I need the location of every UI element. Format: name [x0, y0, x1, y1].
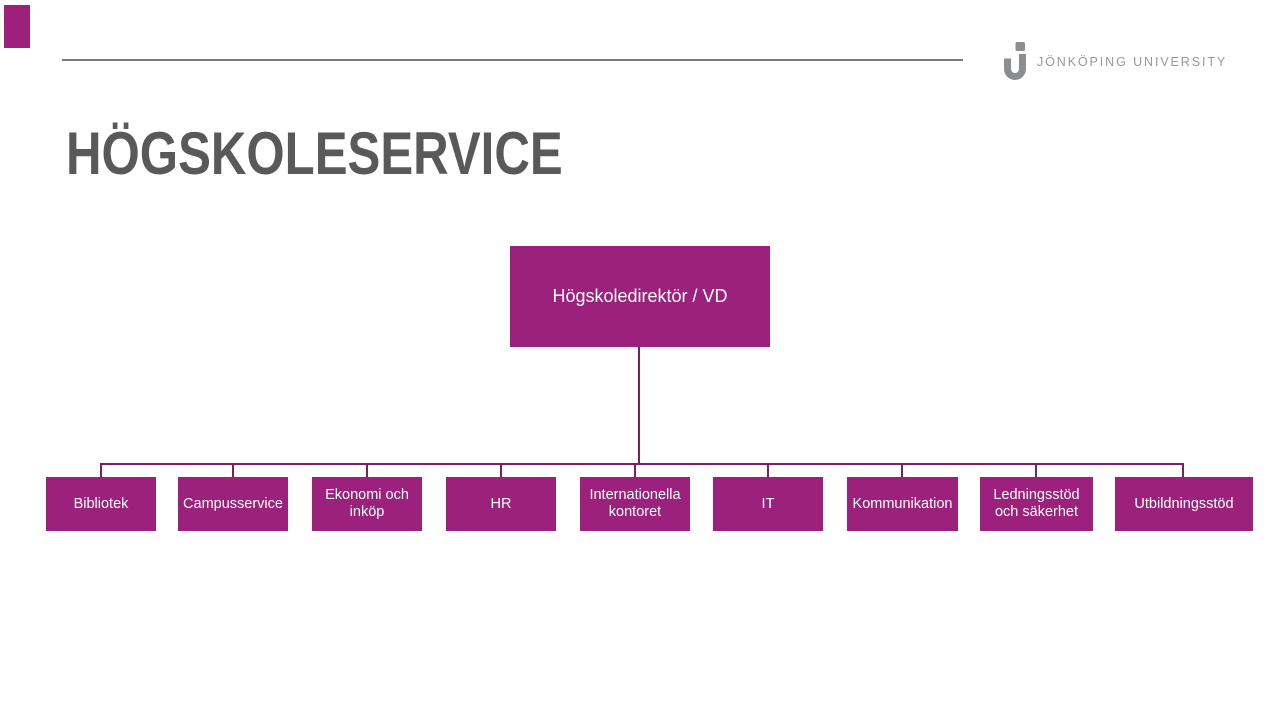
org-root-label: Högskoledirektör / VD: [552, 286, 728, 306]
org-node-bibliotek: Bibliotek: [46, 477, 156, 531]
connector-stub: [901, 464, 903, 478]
org-node-label: Campusservice: [183, 495, 283, 512]
connector-stub: [366, 464, 368, 478]
ju-logomark-icon: [1004, 41, 1026, 80]
org-node-kommunikation: Kommunikation: [847, 477, 958, 531]
org-node-hr: HR: [446, 477, 556, 531]
org-node-label: Utbildningsstöd: [1134, 495, 1234, 512]
connector-root-vertical: [638, 347, 640, 464]
org-node-label: Ledningsstöd och säkerhet: [993, 487, 1080, 520]
university-logo: JÖNKÖPING UNIVERSITY: [1004, 41, 1227, 81]
page-title: HÖGSKOLESERVICE: [66, 120, 563, 187]
header-divider: [62, 59, 963, 61]
connector-stub: [634, 464, 636, 478]
connector-stub: [767, 464, 769, 478]
university-logo-text: JÖNKÖPING UNIVERSITY: [1037, 54, 1228, 69]
org-root-node: Högskoledirektör / VD: [510, 246, 770, 347]
org-node-label: IT: [761, 495, 775, 512]
org-node-ledningsstod-och-sakerhet: Ledningsstöd och säkerhet: [980, 477, 1093, 531]
org-node-label: Bibliotek: [73, 495, 129, 512]
connector-stub: [100, 464, 102, 478]
org-node-internationella-kontoret: Internationella kontoret: [580, 477, 690, 531]
connector-stub: [500, 464, 502, 478]
org-node-label: Ekonomi och inköp: [325, 487, 409, 520]
connector-stub: [1182, 464, 1184, 478]
org-node-utbildningsstod: Utbildningsstöd: [1115, 477, 1253, 531]
org-node-it: IT: [713, 477, 823, 531]
connector-stub: [1035, 464, 1037, 478]
org-node-label: Internationella kontoret: [589, 487, 681, 520]
org-node-ekonomi-och-inkop: Ekonomi och inköp: [312, 477, 422, 531]
connector-horizontal-bus: [100, 463, 1184, 465]
org-node-campusservice: Campusservice: [178, 477, 288, 531]
org-node-label: Kommunikation: [852, 495, 953, 512]
org-node-label: HR: [490, 495, 512, 512]
connector-stub: [232, 464, 234, 478]
corner-accent-bar: [4, 5, 30, 48]
